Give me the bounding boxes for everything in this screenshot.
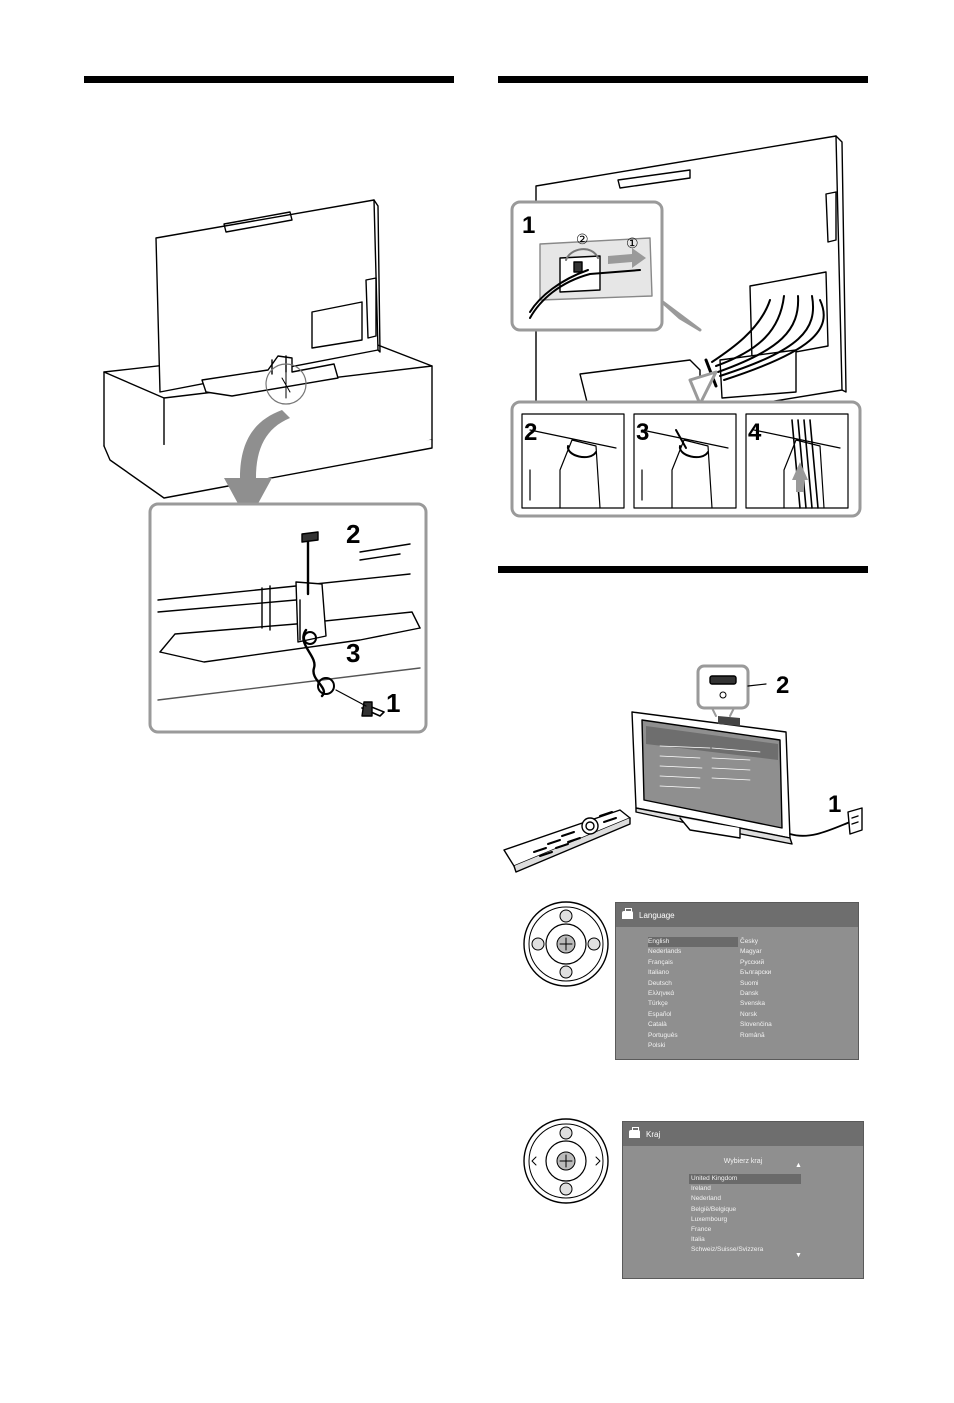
step-number-power-2: 2 [776, 672, 789, 699]
country-title-bar: Kraj [623, 1122, 863, 1146]
country-item[interactable]: Ireland [691, 1185, 711, 1193]
language-item[interactable]: Slovenčina [740, 1021, 772, 1029]
language-item[interactable]: Norsk [740, 1010, 757, 1018]
section-rule-right-middle [498, 566, 868, 573]
stand-detail-drawing [157, 531, 421, 717]
language-item[interactable]: Türkçe [648, 1000, 668, 1008]
cable-step-3-box [633, 413, 737, 509]
step-number-power-1: 1 [828, 791, 841, 818]
country-menu-screen: Kraj Wybierz kraj ▲ United Kingdom Irela… [622, 1121, 864, 1279]
language-item-selected[interactable]: English [648, 937, 738, 948]
step-number-cable-1: 1 [522, 212, 535, 239]
language-item[interactable]: Suomi [740, 979, 759, 987]
language-item[interactable]: Deutsch [648, 979, 672, 987]
country-title: Kraj [646, 1129, 661, 1139]
country-item[interactable]: Nederland [691, 1195, 721, 1203]
power-button-inset [696, 664, 750, 710]
tv-on-cabinet-illustration [103, 199, 433, 499]
language-item[interactable]: Български [740, 969, 772, 977]
country-item-selected[interactable]: United Kingdom [689, 1174, 801, 1185]
step-number-stand-2: 2 [346, 519, 360, 549]
step-number-cable-2: 2 [524, 419, 537, 446]
section-rule-right-top [498, 76, 868, 83]
language-item[interactable]: Français [648, 958, 673, 966]
language-item[interactable]: Magyar [740, 948, 762, 956]
zoom-arrow [224, 410, 290, 522]
step-circle-1: ① [626, 235, 639, 251]
language-item[interactable]: Italiano [648, 969, 669, 977]
control-pad-country [523, 1118, 609, 1204]
cable-step-2-box [521, 413, 625, 509]
toolbox-icon [629, 1127, 640, 1138]
control-pad-language [523, 901, 609, 987]
language-list-left: English Nederlands Français Italiano Deu… [648, 937, 738, 1051]
language-item[interactable]: Dansk [740, 990, 759, 998]
language-item[interactable]: Ελληνικά [648, 990, 675, 998]
language-list-right: Česky Magyar Русский Български Suomi Dan… [740, 937, 840, 1041]
country-item[interactable]: Italia [691, 1236, 705, 1244]
stand-detail-panel [148, 502, 428, 734]
language-item[interactable]: Català [648, 1021, 667, 1029]
language-title-bar: Language [616, 903, 858, 927]
country-list: United Kingdom Ireland Nederland België/… [689, 1174, 801, 1256]
country-item[interactable]: France [691, 1226, 712, 1234]
language-item[interactable]: Nederlands [648, 948, 682, 956]
language-title: Language [639, 910, 675, 920]
language-menu-screen: Language English Nederlands Français Ita… [615, 902, 859, 1060]
language-item[interactable]: Česky [740, 938, 759, 945]
language-item[interactable]: Español [648, 1010, 672, 1018]
section-rule-left [84, 76, 454, 83]
step-number-stand-1: 1 [386, 688, 400, 718]
country-item[interactable]: Schweiz/Suisse/Svizzera [691, 1246, 764, 1254]
scroll-down-icon[interactable]: ▼ [795, 1252, 802, 1259]
language-item[interactable]: Română [740, 1031, 765, 1039]
step-number-cable-3: 3 [636, 419, 649, 446]
step-number-stand-3: 3 [346, 638, 360, 668]
cable-inset-1-drawing [529, 237, 653, 319]
country-heading: Wybierz kraj [723, 1158, 763, 1165]
toolbox-icon [622, 908, 633, 919]
tv-front-power-illustration [503, 664, 863, 873]
step-circle-2: ② [576, 231, 589, 247]
cable-step-4-box [745, 413, 849, 509]
language-item[interactable]: Polski [648, 1042, 666, 1050]
language-item[interactable]: Русский [740, 958, 765, 966]
country-item[interactable]: Luxembourg [691, 1215, 728, 1223]
language-item[interactable]: Português [648, 1031, 678, 1039]
language-item[interactable]: Svenska [740, 1000, 765, 1008]
step-number-cable-4: 4 [748, 419, 762, 446]
country-item[interactable]: België/Belgique [691, 1205, 737, 1213]
scroll-up-icon[interactable]: ▲ [795, 1162, 802, 1169]
